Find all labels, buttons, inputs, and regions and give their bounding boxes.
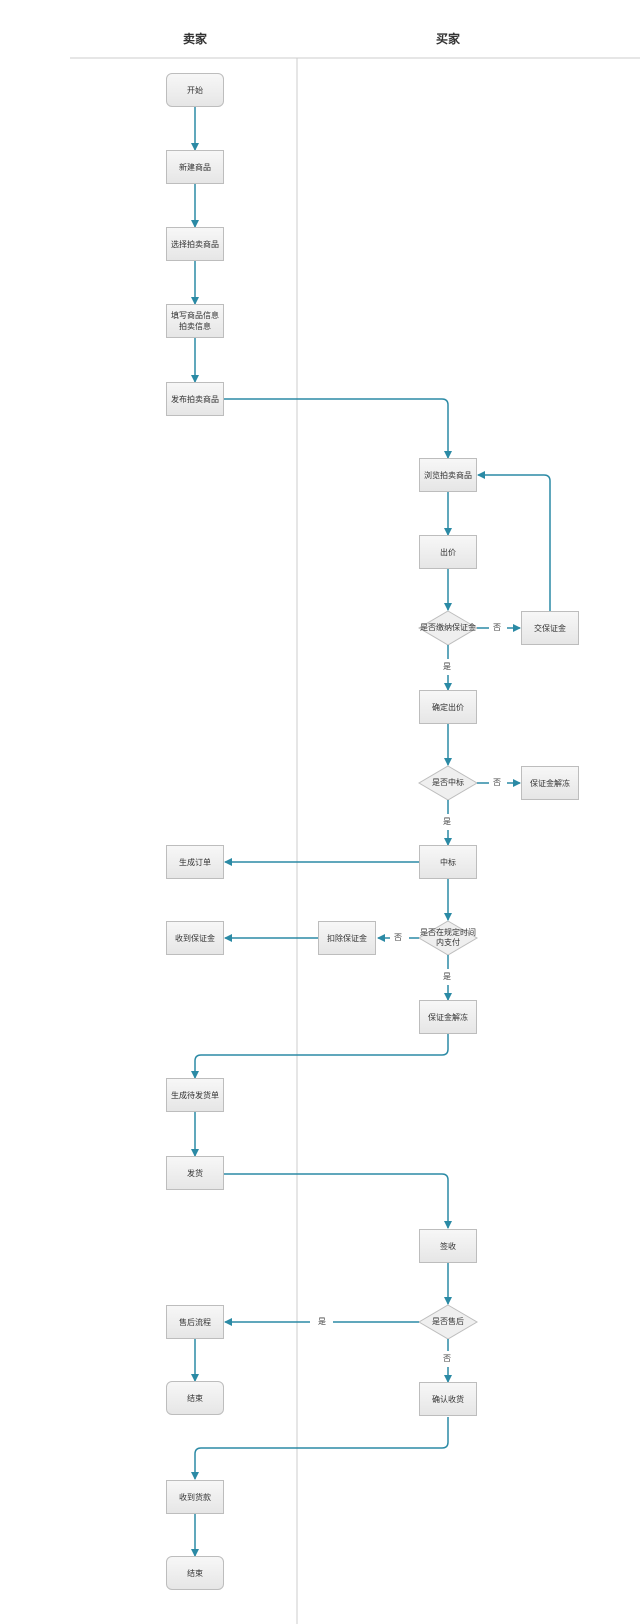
node-receive-payment: 收到货款 xyxy=(166,1480,224,1514)
node-create-order: 生成订单 xyxy=(166,845,224,879)
node-confirm-receipt: 确认收货 xyxy=(419,1382,477,1416)
node-won: 中标 xyxy=(419,845,477,879)
edge-label-pay-yes: 是 xyxy=(441,972,453,982)
node-after-sale-flow: 售后流程 xyxy=(166,1305,224,1339)
decision-after-sale: 是否售后 xyxy=(432,1317,464,1326)
node-confirm-bid: 确定出价 xyxy=(419,690,477,724)
node-start: 开始 xyxy=(166,73,224,107)
node-deposit-release-2: 保证金解冻 xyxy=(419,1000,477,1034)
node-ship: 发货 xyxy=(166,1156,224,1190)
decision-paid-in-time: 是否在规定时间 内支付 xyxy=(420,928,476,947)
edge-label-deposit-no: 否 xyxy=(491,623,503,633)
node-fill-info: 填写商品信息 拍卖信息 xyxy=(166,304,224,338)
edge-publish-to-browse xyxy=(224,398,452,459)
node-publish: 发布拍卖商品 xyxy=(166,382,224,416)
node-receive-deposit: 收到保证金 xyxy=(166,921,224,955)
lane-title-buyer: 买家 xyxy=(435,32,460,46)
edge-label-after-sale-no: 否 xyxy=(441,1354,453,1364)
edge-label-pay-no: 否 xyxy=(392,933,404,943)
node-end-1: 结束 xyxy=(166,1381,224,1415)
node-create-item: 新建商品 xyxy=(166,150,224,184)
decision-won: 是否中标 xyxy=(432,778,464,787)
edge-pay-deposit-to-browse xyxy=(477,471,551,611)
node-browse: 浏览拍卖商品 xyxy=(419,458,477,492)
node-sign: 签收 xyxy=(419,1229,477,1263)
edge-label-deposit-yes: 是 xyxy=(441,662,453,672)
edge-label-won-no: 否 xyxy=(491,778,503,788)
edge-ship-to-sign xyxy=(224,1173,452,1229)
node-pay-deposit: 交保证金 xyxy=(521,611,579,645)
node-deposit-release-1: 保证金解冻 xyxy=(521,766,579,800)
node-end-2: 结束 xyxy=(166,1556,224,1590)
edge-confirm-to-payment xyxy=(191,1417,449,1480)
node-select-auction: 选择拍卖商品 xyxy=(166,227,224,261)
node-deduct-deposit: 扣除保证金 xyxy=(318,921,376,955)
decision-paid-deposit: 是否缴纳保证金 xyxy=(420,623,476,632)
edge-release-to-ship-order xyxy=(191,1034,449,1079)
node-bid: 出价 xyxy=(419,535,477,569)
lane-title-seller: 卖家 xyxy=(182,32,207,46)
edge-label-won-yes: 是 xyxy=(441,817,453,827)
edge-label-after-sale-yes: 是 xyxy=(316,1317,328,1327)
node-create-ship-order: 生成待发货单 xyxy=(166,1078,224,1112)
